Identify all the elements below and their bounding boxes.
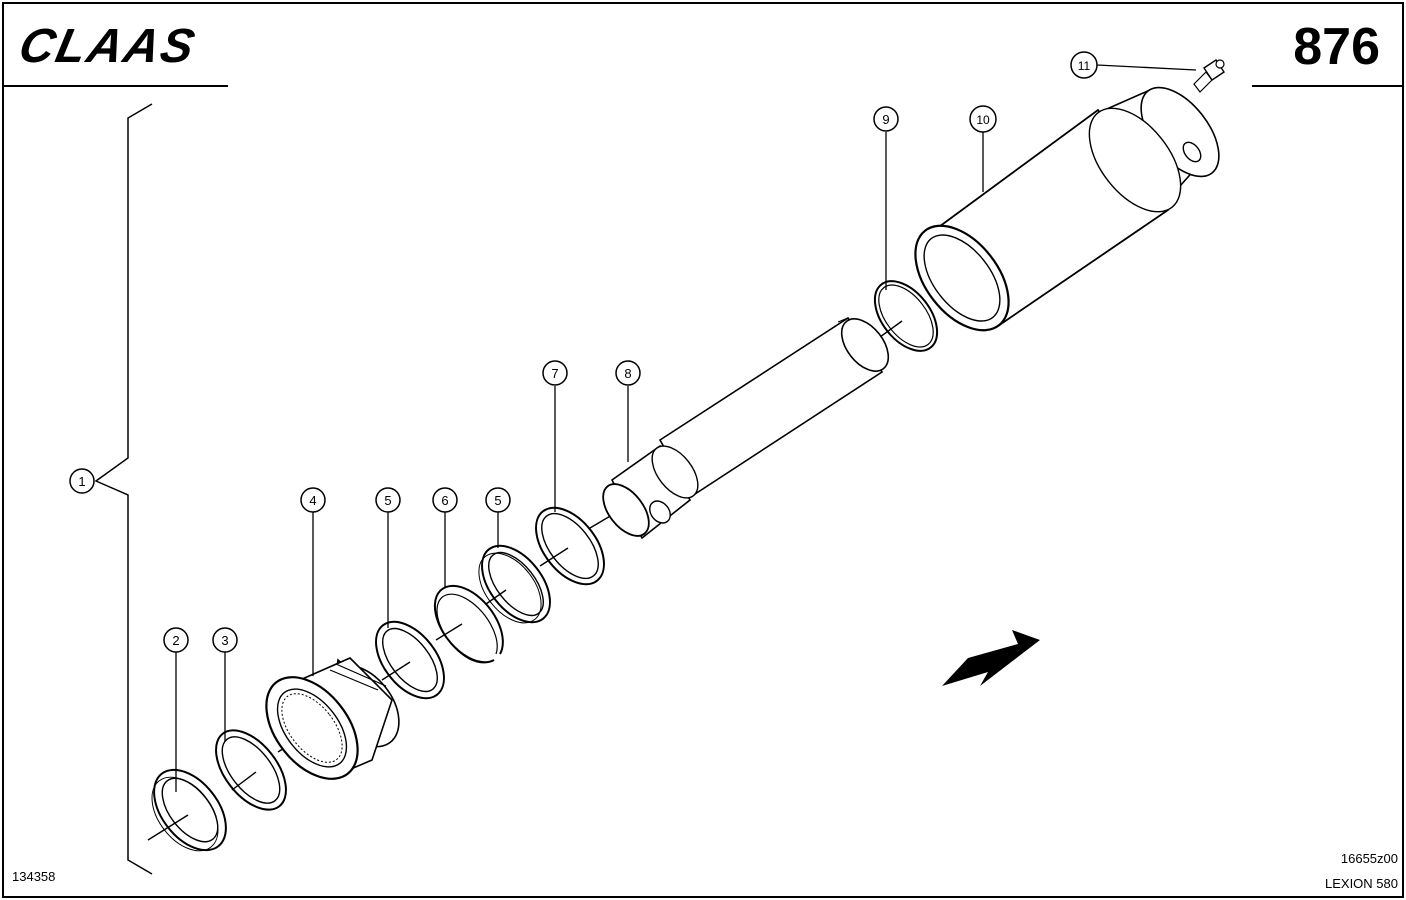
callout-leaders bbox=[175, 64, 1197, 792]
footer-model: LEXION 580 bbox=[1325, 876, 1398, 891]
callout-10: 10 bbox=[969, 105, 997, 133]
callout-2: 2 bbox=[163, 627, 189, 653]
callout-label: 11 bbox=[1078, 59, 1091, 73]
callout-5-left: 5 bbox=[375, 487, 401, 513]
callouts: 1 2 3 4 5 6 5 7 bbox=[69, 51, 1098, 653]
part-8-piston-rod bbox=[602, 316, 890, 540]
part-5-ring-left bbox=[375, 620, 445, 700]
callout-label: 3 bbox=[221, 633, 228, 648]
callout-label: 8 bbox=[624, 366, 631, 381]
part-11-grease-nipple bbox=[1193, 59, 1225, 93]
callout-6: 6 bbox=[432, 487, 458, 513]
assembly-bracket bbox=[94, 103, 153, 875]
footer-left-code: 134358 bbox=[12, 869, 55, 884]
part-4-guide-bushing bbox=[265, 657, 400, 780]
callout-label: 5 bbox=[494, 493, 501, 508]
direction-arrow-icon bbox=[942, 630, 1040, 686]
part-2-wiper-ring bbox=[151, 768, 227, 852]
callout-label: 1 bbox=[78, 474, 85, 489]
callout-label: 9 bbox=[882, 112, 889, 127]
page-number: 876 bbox=[1293, 18, 1380, 76]
callout-1: 1 bbox=[69, 468, 95, 494]
callout-label: 4 bbox=[309, 493, 316, 508]
callout-3: 3 bbox=[212, 627, 238, 653]
part-10-cylinder-tube bbox=[914, 86, 1220, 332]
callout-label: 2 bbox=[172, 633, 179, 648]
callout-label: 5 bbox=[384, 493, 391, 508]
callout-label: 6 bbox=[441, 493, 448, 508]
callout-label: 10 bbox=[976, 113, 990, 127]
callout-7: 7 bbox=[542, 360, 568, 386]
part-9-o-ring bbox=[873, 280, 939, 352]
callout-5-right: 5 bbox=[485, 487, 511, 513]
part-5-ring-right bbox=[478, 544, 551, 624]
part-3-ring bbox=[215, 729, 287, 811]
part-7-ring bbox=[535, 506, 605, 586]
callout-4: 4 bbox=[300, 487, 326, 513]
footer-drawing-code: 16655z00 bbox=[1341, 851, 1398, 866]
callout-9: 9 bbox=[873, 106, 899, 132]
part-6-circlip bbox=[433, 584, 504, 664]
callout-11: 11 bbox=[1070, 51, 1098, 79]
callout-8: 8 bbox=[615, 360, 641, 386]
claas-logo: CLAAS bbox=[15, 19, 202, 72]
callout-label: 7 bbox=[551, 366, 558, 381]
